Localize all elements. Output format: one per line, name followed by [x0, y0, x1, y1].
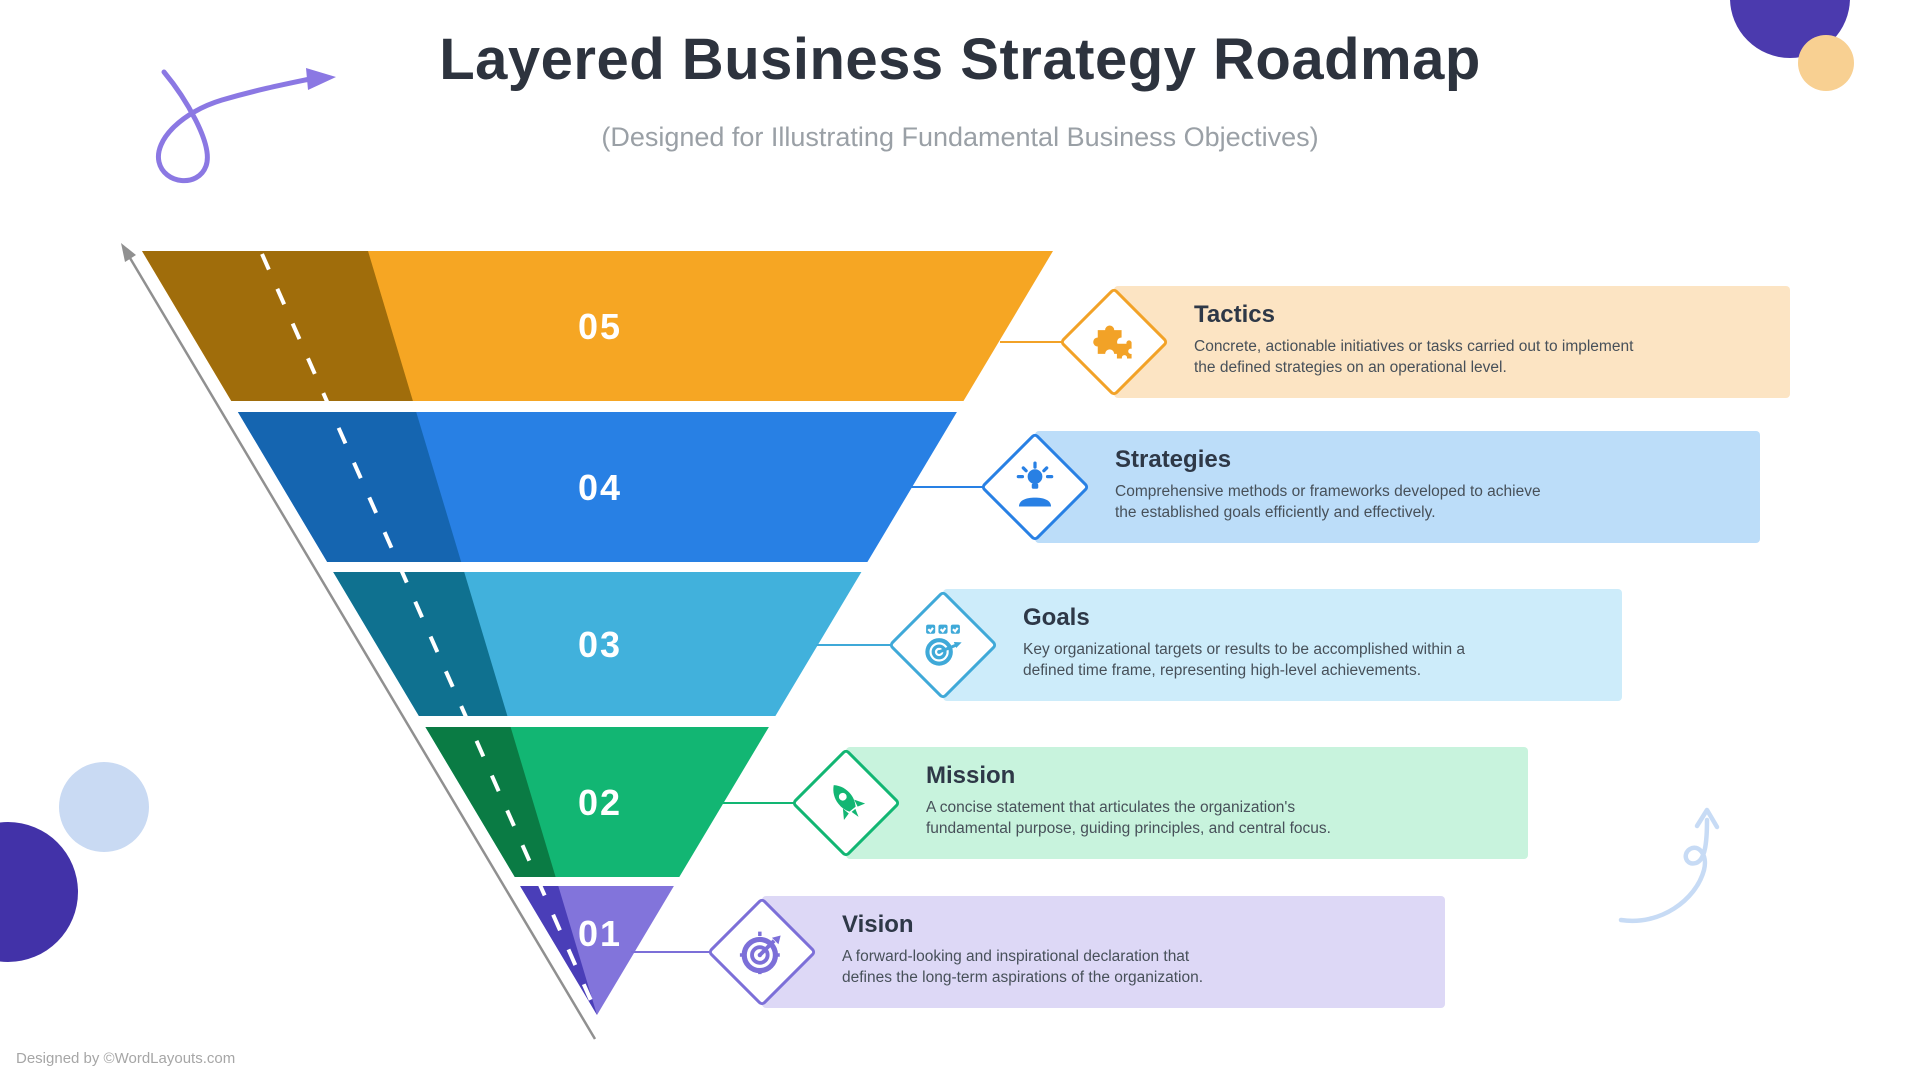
axis-arrow-line	[128, 257, 597, 1040]
decor-circle-bottom-left-blue	[59, 762, 149, 852]
decor-circle-top-right-peach	[1798, 35, 1854, 91]
level-card-vision: Vision A forward-looking and inspiration…	[762, 896, 1445, 1008]
footer-credit: Designed by ©WordLayouts.com	[16, 1050, 236, 1067]
diamond-marker-goals	[887, 589, 999, 701]
puzzle-icon	[1088, 316, 1140, 368]
rocket-icon	[820, 777, 872, 829]
level-card-description-line1: Concrete, actionable initiatives or task…	[1194, 337, 1634, 355]
level-card-goals: Goals Key organizational targets or resu…	[943, 589, 1622, 701]
level-card-tactics: Tactics Concrete, actionable initiatives…	[1114, 286, 1790, 398]
diamond-marker-tactics	[1058, 286, 1170, 398]
level-card-description-line1: A concise statement that articulates the…	[926, 798, 1296, 816]
diamond-marker-strategies	[979, 431, 1091, 543]
funnel-layer-05-shade	[142, 251, 413, 401]
target-check-icon	[917, 619, 969, 671]
bulb-hand-icon	[1009, 461, 1061, 513]
funnel-layer-02-shade	[425, 727, 556, 877]
dashed-guide-line	[260, 253, 598, 1013]
funnel-layer-04-number: 04	[578, 467, 622, 508]
dartboard-icon	[736, 926, 788, 978]
level-card-strategies: Strategies Comprehensive methods or fram…	[1035, 431, 1760, 543]
level-card-title: Vision	[842, 911, 914, 938]
level-card-description-line1: Comprehensive methods or frameworks deve…	[1115, 482, 1541, 500]
level-card-title: Mission	[926, 762, 1016, 789]
level-card-description-line2: defined time frame, representing high-le…	[1023, 661, 1422, 679]
level-card-title: Strategies	[1115, 446, 1232, 473]
diamond-marker-vision	[706, 896, 818, 1008]
diamond-marker-mission	[790, 747, 902, 859]
funnel-layer-01-shade	[520, 886, 597, 1015]
funnel-layer-05-number: 05	[578, 306, 622, 347]
level-card-description-line1: A forward-looking and inspirational decl…	[842, 947, 1190, 965]
level-card-description-line2: the established goals efficiently and ef…	[1115, 503, 1436, 521]
level-card-description-line2: the defined strategies on an operational…	[1194, 358, 1507, 376]
axis-arrow-head-icon	[121, 243, 136, 262]
level-card-title: Goals	[1023, 604, 1090, 631]
level-card-description-line1: Key organizational targets or results to…	[1023, 640, 1465, 658]
page-title: Layered Business Strategy Roadmap	[439, 27, 1481, 92]
funnel-layer-03-number: 03	[578, 624, 622, 665]
funnel-layer-02-number: 02	[578, 782, 622, 823]
level-card-description-line2: defines the long-term aspirations of the…	[842, 968, 1204, 986]
funnel-layer-03-shade	[333, 572, 508, 716]
page-subtitle: (Designed for Illustrating Fundamental B…	[601, 122, 1319, 152]
funnel-layer-01-number: 01	[578, 913, 622, 954]
sketch-arrow-bottom-right-icon	[1618, 807, 1720, 924]
level-card-mission: Mission A concise statement that articul…	[846, 747, 1528, 859]
funnel-layer-04-shade	[237, 412, 462, 562]
loop-arrow-top-left-icon	[155, 68, 336, 184]
level-card-title: Tactics	[1194, 301, 1275, 328]
level-card-description-line2: fundamental purpose, guiding principles,…	[926, 819, 1331, 837]
